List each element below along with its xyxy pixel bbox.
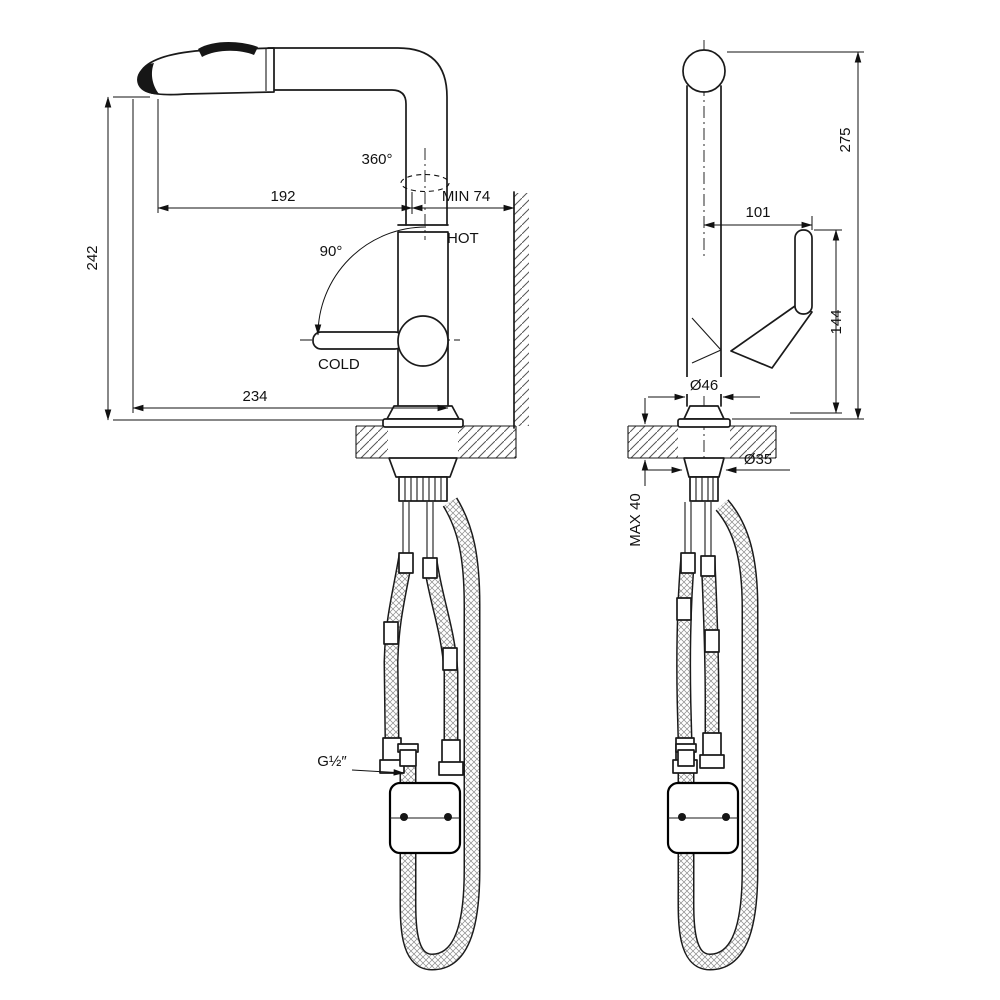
- dim-handle-offset-label: 101: [745, 204, 770, 221]
- swivel-seam: [691, 317, 722, 364]
- spray-nozzle: [138, 63, 159, 95]
- hose-end-fitting: [441, 739, 461, 765]
- spray-head-body: [137, 47, 275, 96]
- handle-socket: [730, 305, 813, 369]
- hose-end-nut: [699, 754, 725, 769]
- thread-arrow: [351, 769, 405, 776]
- spout-outer: [267, 47, 448, 226]
- counter-hatch-right: [730, 426, 776, 458]
- dim-hole-diameter-label: Ø35: [744, 451, 772, 468]
- under-counter-side: [666, 457, 750, 962]
- swivel-ellipse: [400, 173, 450, 193]
- weight-screw: [678, 813, 686, 821]
- dimensions-front: 192 MIN 74 242 234: [84, 96, 515, 421]
- hot-label: HOT: [447, 230, 479, 247]
- spray-release-lever: [198, 41, 258, 57]
- hose-weight-side: [666, 781, 740, 855]
- hose-connector: [442, 647, 458, 671]
- counter-hatch-left: [628, 426, 678, 458]
- hose-connector: [704, 629, 720, 653]
- counter-hatch-right: [458, 426, 516, 458]
- weight-screw: [444, 813, 452, 821]
- hose-crimp: [422, 557, 438, 579]
- shank-nut: [689, 476, 719, 502]
- body-outline: [397, 224, 449, 407]
- faucet-body-side: [677, 40, 813, 475]
- dim-spout-reach-label: 192: [270, 188, 295, 205]
- shank-ridges: [695, 477, 714, 501]
- spout-inner: [267, 89, 407, 226]
- weight-screw: [400, 813, 408, 821]
- hose-weight-front: [388, 781, 462, 855]
- pullout-hose-front: [408, 502, 472, 962]
- pullout-end-fitting: [677, 749, 695, 767]
- hose-crimp: [680, 552, 696, 574]
- dimensions-side: 101 144 275 Ø46 Ø35 MAX 40: [627, 51, 864, 547]
- hose-crimp: [398, 552, 414, 574]
- supply-hoses-front: [391, 555, 451, 742]
- countertop-front: [355, 425, 517, 459]
- handle-arc: [314, 226, 427, 336]
- hose-tails: [402, 502, 434, 560]
- dim-spout-height-label: 242: [84, 245, 101, 270]
- label-backing: [680, 377, 728, 394]
- base-plate: [677, 418, 731, 428]
- spout-end-sphere: [682, 49, 726, 93]
- side-view: 101 144 275 Ø46 Ø35 MAX 40: [627, 40, 864, 962]
- pullout-end-fitting: [399, 749, 417, 767]
- thread-callout: G½″: [317, 753, 405, 776]
- hose-end-fitting: [702, 732, 722, 758]
- wall-section: [513, 191, 529, 429]
- handle-hub: [397, 315, 449, 367]
- front-view: 360° 90° HOT COLD 192 MIN 74: [84, 41, 529, 962]
- under-counter-front: G½″: [317, 457, 472, 962]
- spout-front: [137, 41, 448, 226]
- hose-tails: [684, 502, 712, 558]
- handle-angle-label: 90°: [320, 243, 343, 260]
- swivel-angle-label: 360°: [361, 151, 392, 168]
- faucet-body-front: [300, 224, 464, 428]
- cold-label: COLD: [318, 356, 360, 373]
- hose-connector: [383, 621, 399, 645]
- dim-min-wall-label: MIN 74: [442, 188, 490, 205]
- dim-overall-reach-label: 234: [242, 388, 267, 405]
- wall-hatch: [514, 193, 529, 426]
- handle-lever-front: [312, 331, 404, 350]
- thread-size-label: G½″: [317, 753, 347, 770]
- countertop-side: [627, 425, 777, 459]
- weight-screw: [722, 813, 730, 821]
- hose-crimp: [700, 555, 716, 577]
- shank-ridges: [404, 477, 442, 501]
- counter-hatch-left: [356, 426, 388, 458]
- hose-end-nut: [438, 761, 464, 776]
- mounting-nut: [388, 457, 458, 478]
- dim-handle-height-label: 144: [828, 309, 845, 334]
- base-plate: [382, 418, 464, 428]
- handle-lever-side: [794, 229, 813, 315]
- handle-angle-indicator: 90°: [314, 226, 427, 336]
- mounting-nut: [683, 457, 725, 478]
- body-sides: [686, 85, 722, 407]
- dim-max-thickness-label: MAX 40: [627, 493, 644, 546]
- dim-body-diameter-label: Ø46: [690, 377, 718, 394]
- base-flange: [683, 405, 725, 420]
- hose-connector: [676, 597, 692, 621]
- dim-overall-height-label: 275: [837, 127, 854, 152]
